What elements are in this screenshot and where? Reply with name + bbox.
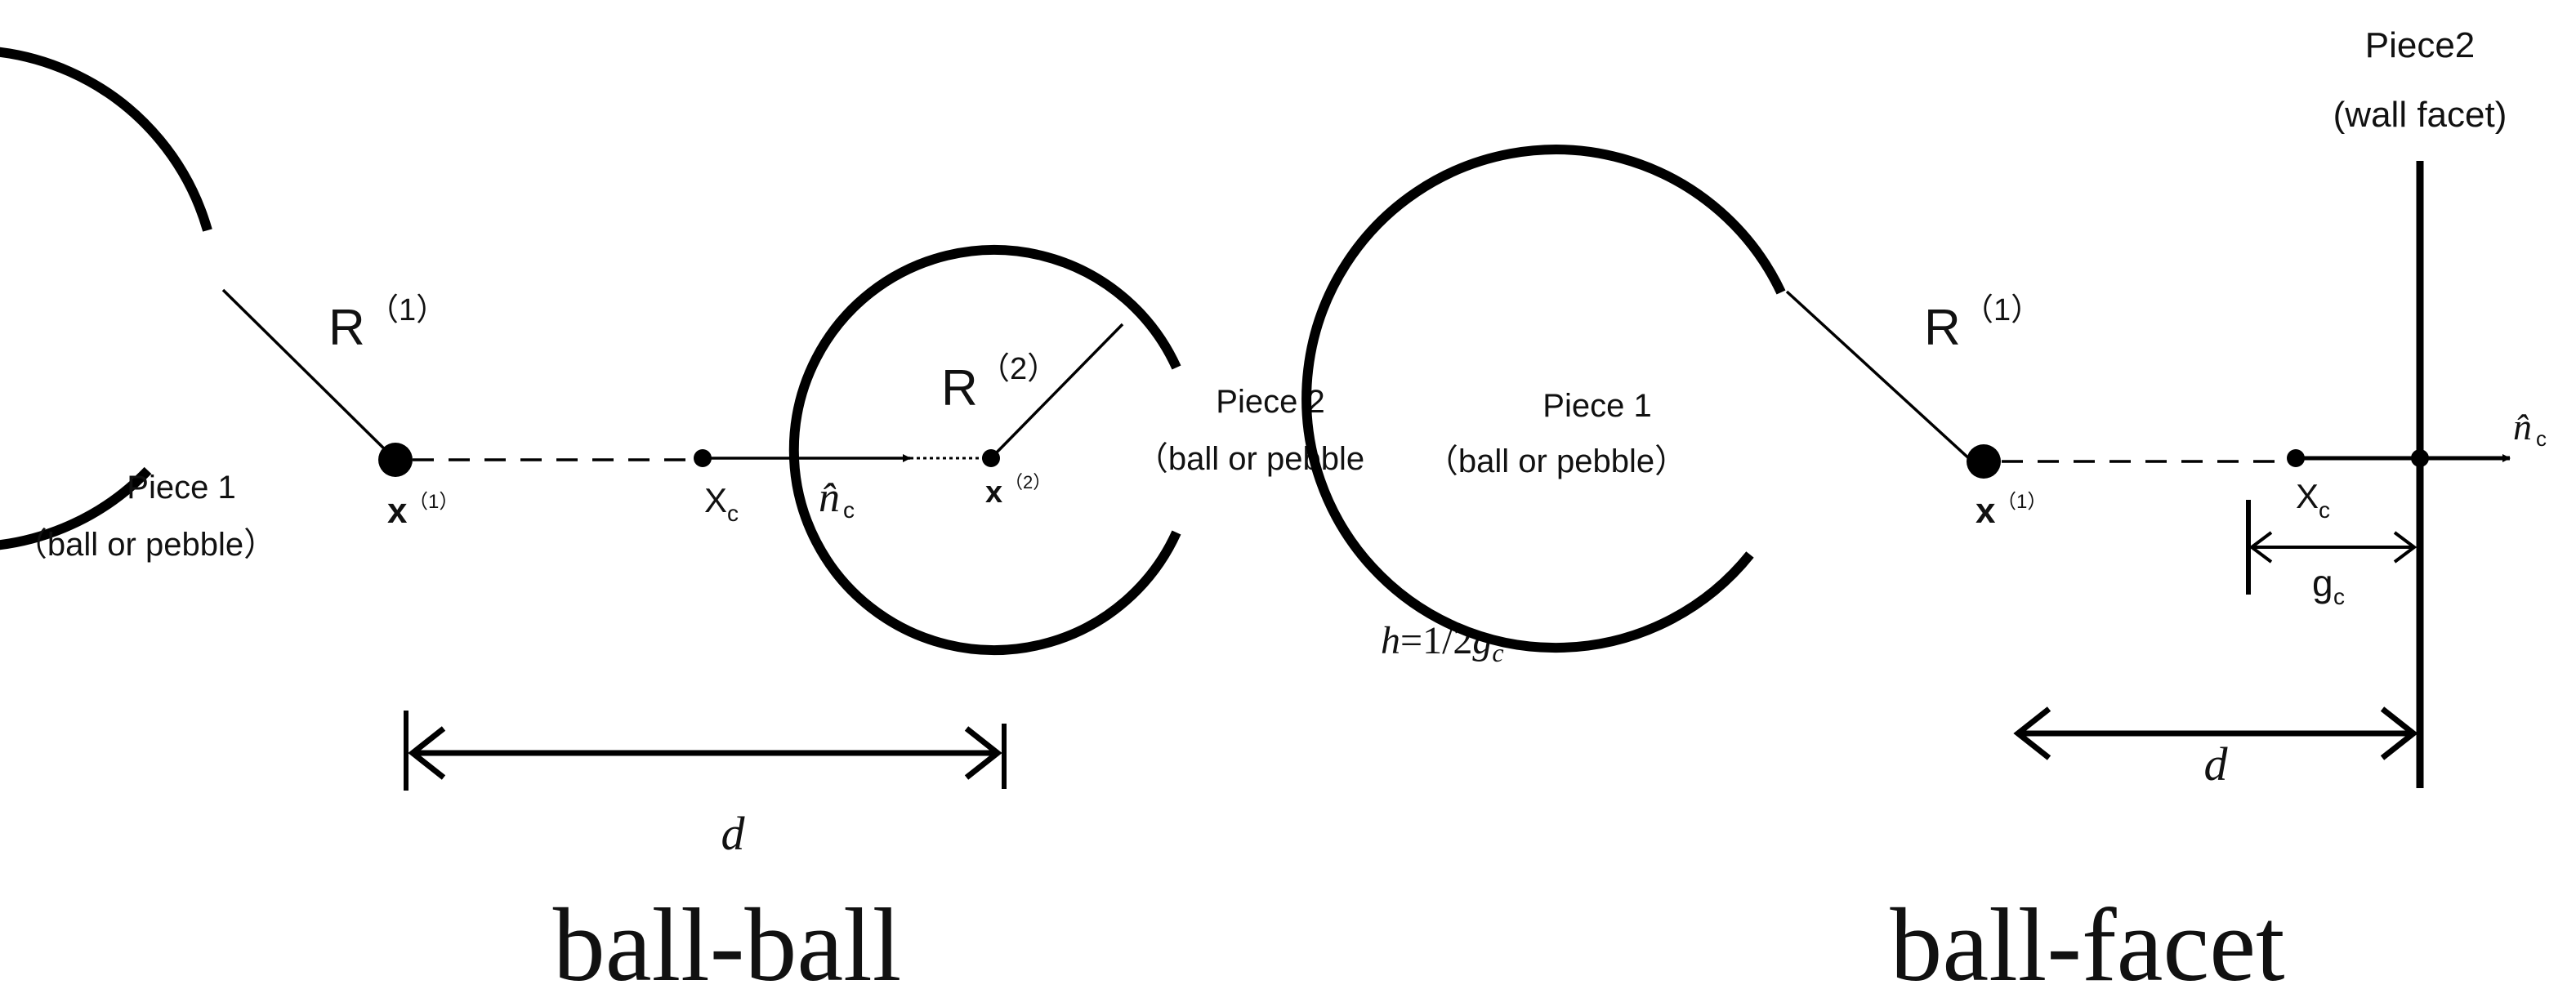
contact-label: X <box>704 481 727 519</box>
ball-1-outline <box>0 47 212 550</box>
ball-ball-caption: ball-ball <box>553 887 902 1003</box>
contact-subscript: c <box>2319 497 2330 523</box>
center-1-superscript: （1） <box>408 491 458 513</box>
gap-label: g <box>2312 562 2333 604</box>
gap-subscript: c <box>2333 584 2345 609</box>
radius-label: R <box>1924 300 1961 356</box>
normal-subscript: c <box>2536 426 2547 451</box>
radius-superscript: （1） <box>1962 293 2042 327</box>
ball-1-outline-top <box>152 230 215 457</box>
gap-arrowhead-right <box>2393 531 2418 564</box>
contact-point-dot <box>694 449 712 467</box>
radius-2-superscript: （2） <box>979 352 1058 386</box>
piece-1-label: Piece 1 <box>1542 388 1651 424</box>
ball-outline <box>1301 145 1786 653</box>
center-1-dot <box>378 443 413 477</box>
center-1-label: x <box>387 491 408 531</box>
center-superscript: （1） <box>1997 491 2047 513</box>
piece-1-label: Piece 1 <box>127 470 235 506</box>
ball-2-outline <box>788 245 1181 655</box>
normal-label: n̂ <box>819 475 840 521</box>
piece-1-sublabel: （ball or pebble） <box>1426 443 1687 479</box>
distance-arrowhead-right <box>964 726 1002 780</box>
radius-1-line <box>221 288 397 461</box>
piece-2-sublabel: (wall facet) <box>2333 95 2507 135</box>
ball-facet-caption: ball-facet <box>1890 887 2284 1003</box>
contact-label: X <box>2296 477 2319 515</box>
center-label: x <box>1976 491 1996 531</box>
radius-2-label: R <box>941 360 978 417</box>
gap-arrowhead-left <box>2248 531 2273 564</box>
distance-arrowhead-right <box>2380 706 2418 760</box>
piece-2-label: Piece2 <box>2365 25 2476 65</box>
contact-subscript: c <box>727 501 739 526</box>
radius-line <box>1785 290 1974 463</box>
center-2-superscript: （2） <box>1005 472 1051 492</box>
radius-2-line <box>989 323 1124 460</box>
gap-formula: h=1/2gc <box>1381 619 1504 667</box>
normal-subscript: c <box>843 497 855 523</box>
distance-arrowhead-left <box>2013 706 2051 760</box>
ball-facet-panel: Piece2 (wall facet) R （1） x （1） X c g c … <box>1301 25 2547 1003</box>
center-2-label: x <box>985 475 1002 510</box>
piece-2-sublabel: （ball or pebble <box>1136 441 1364 477</box>
distance-label: d <box>721 807 746 860</box>
radius-1-superscript: （1） <box>368 293 447 327</box>
radius-1-label: R <box>328 300 365 356</box>
distance-label: d <box>2204 737 2229 791</box>
contact-point-dot <box>2287 449 2305 467</box>
formula-h: h <box>1381 619 1400 662</box>
ball-ball-panel: R （1） R （2） x （1） x （2） X c n̂ c Piece 1… <box>0 47 1364 1003</box>
svg-text:h=1/2gc: h=1/2gc <box>1381 619 1504 667</box>
center-dot <box>1967 444 2001 479</box>
normal-label: n̂ <box>2513 406 2532 448</box>
distance-arrowhead-left <box>408 726 446 780</box>
piece-1-sublabel: （ball or pebble） <box>15 527 276 563</box>
